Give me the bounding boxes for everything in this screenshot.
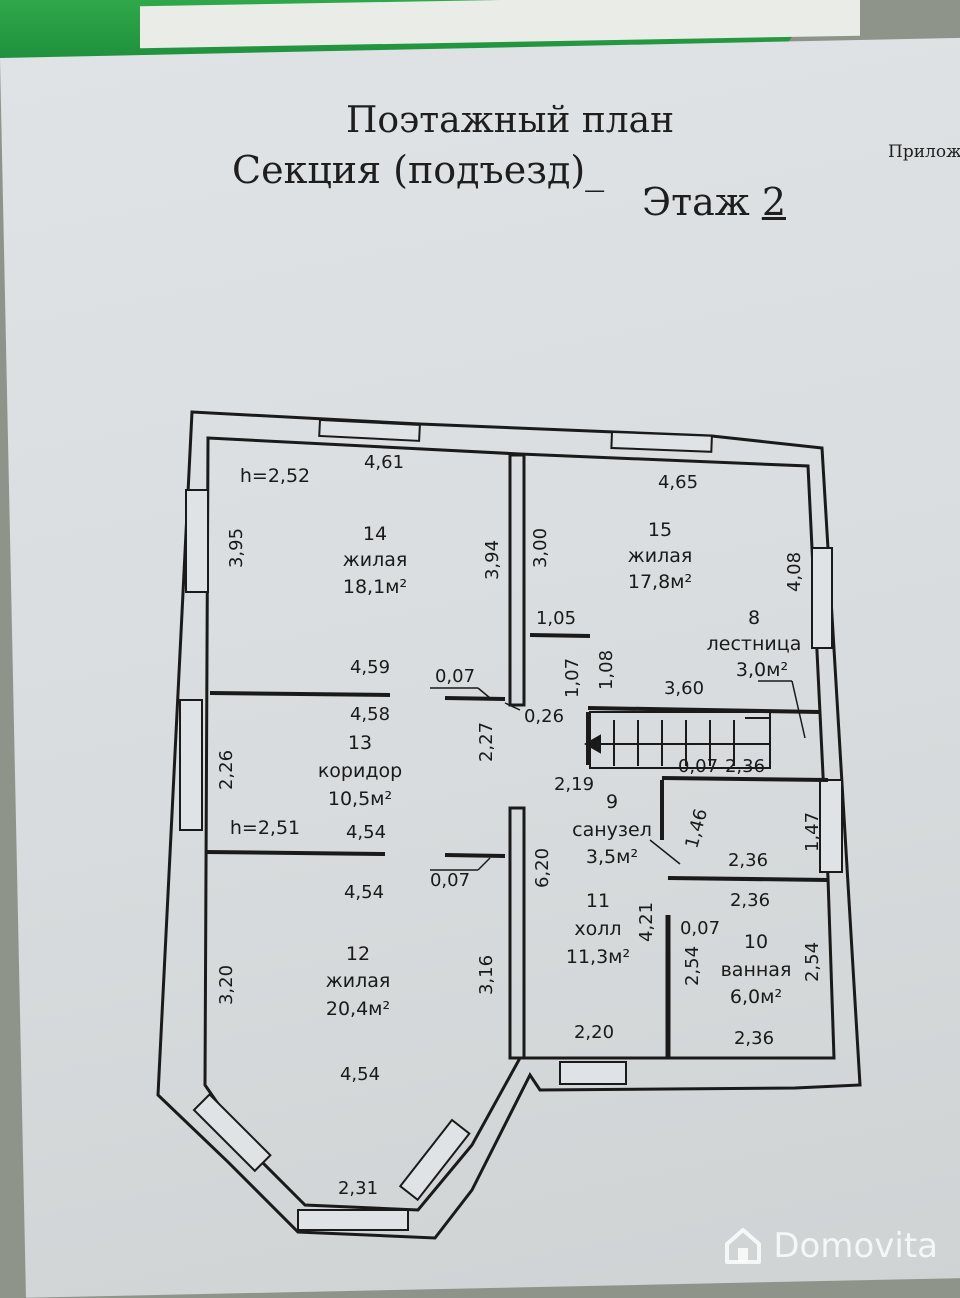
room-14-height: h=2,52 — [240, 465, 310, 487]
dim-label: 4,58 — [350, 704, 390, 725]
room-12-number: 12 — [346, 943, 370, 965]
dim-label: 4,08 — [784, 552, 805, 592]
plan-title: Поэтажный план — [346, 100, 675, 141]
dim-label: 3,94 — [482, 540, 503, 580]
floor-number: 2 — [761, 180, 786, 224]
windows — [179, 418, 843, 1231]
dim-label: 1,47 — [802, 812, 823, 852]
watermark-text: Domovita — [773, 1226, 938, 1266]
dim-label: 2,27 — [476, 722, 497, 762]
dim-label: 4,54 — [340, 1064, 380, 1085]
dim-label: 6,20 — [532, 848, 553, 888]
leader-lines — [430, 680, 806, 871]
room-8-number: 8 — [748, 607, 760, 629]
room-10-area: 6,0м² — [730, 986, 782, 1008]
dim-label: 1,07 — [562, 658, 583, 698]
room-11-type: холл — [574, 918, 621, 940]
staircase — [583, 711, 771, 769]
room-8-area: 3,0м² — [736, 659, 788, 681]
dim-label: 0,07 — [430, 870, 470, 891]
dim-label: 2,36 — [728, 850, 768, 871]
dim-label: 4,54 — [344, 882, 384, 903]
dim-label: 2,36 — [734, 1028, 774, 1049]
room-10-type: ванная — [721, 959, 792, 981]
dim-label: 1,46 — [681, 807, 712, 851]
room-13-number: 13 — [348, 732, 372, 754]
room-14-area: 18,1м² — [343, 576, 407, 598]
dim-label: 0,07 — [680, 918, 720, 939]
dim-label: 2,36 — [730, 890, 770, 911]
dim-label: 1,08 — [596, 650, 617, 690]
dim-label: 2,26 — [216, 750, 237, 790]
dim-label: 2,54 — [802, 942, 823, 982]
interior-walls — [204, 453, 829, 1060]
dim-label: 1,05 — [536, 608, 576, 629]
room-9-number: 9 — [606, 791, 618, 813]
dim-label: 0,07 — [678, 756, 718, 777]
dim-label: 2,19 — [554, 774, 594, 795]
dim-label: 2,31 — [338, 1178, 378, 1199]
dim-label: 2,36 — [725, 756, 765, 777]
room-labels: 14 жилая 18,1м² h=2,52 15 жилая 17,8м² 8… — [230, 465, 801, 1020]
dim-label: 3,20 — [216, 965, 237, 1005]
room-9-area: 3,5м² — [586, 846, 638, 868]
dim-label: 4,65 — [658, 472, 698, 493]
dim-label: 4,54 — [346, 822, 386, 843]
room-11-area: 11,3м² — [566, 946, 630, 968]
room-14-type: жилая — [343, 549, 408, 571]
dim-label: 4,59 — [350, 657, 390, 678]
house-logo-icon — [725, 1228, 762, 1264]
room-13-type: коридор — [318, 760, 402, 782]
room-15-area: 17,8м² — [628, 571, 692, 593]
section-label: Секция (подъезд)_ — [232, 148, 605, 192]
dim-label: 3,16 — [476, 955, 497, 995]
room-10-number: 10 — [744, 931, 768, 953]
room-12-area: 20,4м² — [326, 998, 390, 1020]
room-13-area: 10,5м² — [328, 788, 392, 810]
dim-label: 0,07 — [435, 666, 475, 687]
dim-label: 3,60 — [664, 678, 704, 699]
room-15-type: жилая — [628, 545, 693, 567]
room-8-type: лестница — [707, 633, 802, 655]
room-12-type: жилая — [326, 970, 391, 992]
appendix-label: Прилож — [888, 142, 960, 162]
room-14-number: 14 — [363, 523, 387, 545]
room-9-type: санузел — [572, 819, 652, 841]
dim-label: 2,54 — [682, 946, 703, 986]
dim-label: 3,00 — [530, 528, 551, 568]
dim-label: 2,20 — [574, 1022, 614, 1043]
room-11-number: 11 — [586, 890, 610, 912]
dim-label: 0,26 — [524, 706, 564, 727]
floor-label: Этаж — [642, 180, 750, 224]
dim-label: 4,21 — [636, 902, 657, 942]
dim-label: 4,61 — [364, 452, 404, 473]
room-15-number: 15 — [648, 519, 672, 541]
dim-label: 3,95 — [226, 528, 247, 568]
room-13-height: h=2,51 — [230, 817, 300, 839]
dimension-labels: 4,61 4,65 3,95 3,94 3,00 4,08 1,05 4,59 … — [216, 452, 823, 1199]
watermark: Domovita — [723, 1226, 938, 1266]
floor-heading: Этаж 2 — [642, 180, 786, 224]
